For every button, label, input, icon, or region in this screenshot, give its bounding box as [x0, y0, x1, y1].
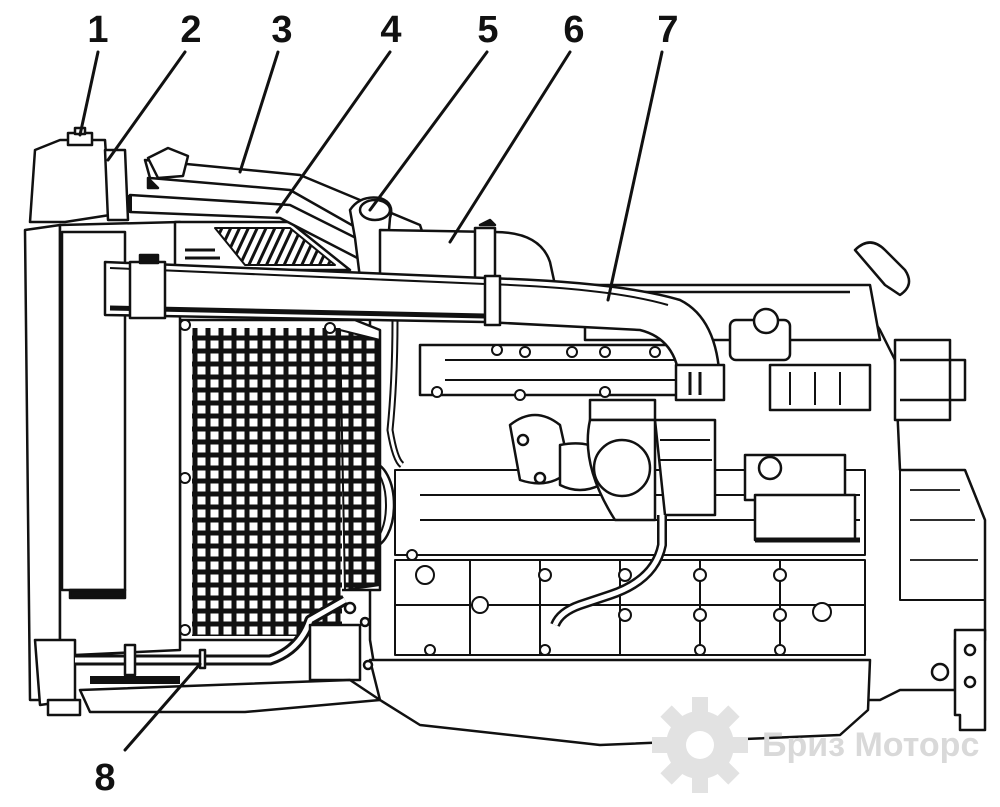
callout-1: 1	[87, 9, 108, 51]
leader-line-1	[78, 50, 100, 137]
leader-line-2	[106, 50, 187, 162]
watermark: Бриз Моторс	[652, 697, 979, 793]
air-intake-pipe	[378, 218, 557, 292]
leader-line-6	[448, 50, 572, 244]
leader-line-7	[606, 50, 664, 302]
injection-pump	[728, 241, 967, 543]
leader-line-3	[238, 50, 280, 174]
callout-6: 6	[563, 9, 584, 51]
radiator	[178, 318, 382, 642]
gear-icon	[652, 697, 748, 793]
charge-air-pipe	[103, 253, 726, 402]
leader-line-8	[123, 662, 202, 752]
radiator-frame	[23, 220, 182, 717]
callout-5: 5	[477, 9, 498, 51]
callout-8: 8	[94, 757, 115, 799]
callout-labels: 1 2 3 4 5 6 7 8	[87, 9, 678, 799]
exhaust-manifold	[418, 343, 702, 401]
lower-hose	[75, 595, 382, 714]
leader-lines	[78, 50, 664, 752]
callout-4: 4	[380, 9, 401, 51]
leader-line-5	[368, 50, 489, 212]
turbocharger	[508, 398, 717, 628]
watermark-text: Бриз Моторс	[762, 726, 979, 764]
charge-air-cooler	[173, 220, 352, 272]
leader-line-4	[275, 50, 392, 214]
engine-drawing	[23, 126, 987, 747]
callout-2: 2	[180, 9, 201, 51]
callout-3: 3	[271, 9, 292, 51]
callout-7: 7	[657, 9, 678, 51]
expansion-tank	[28, 126, 130, 224]
